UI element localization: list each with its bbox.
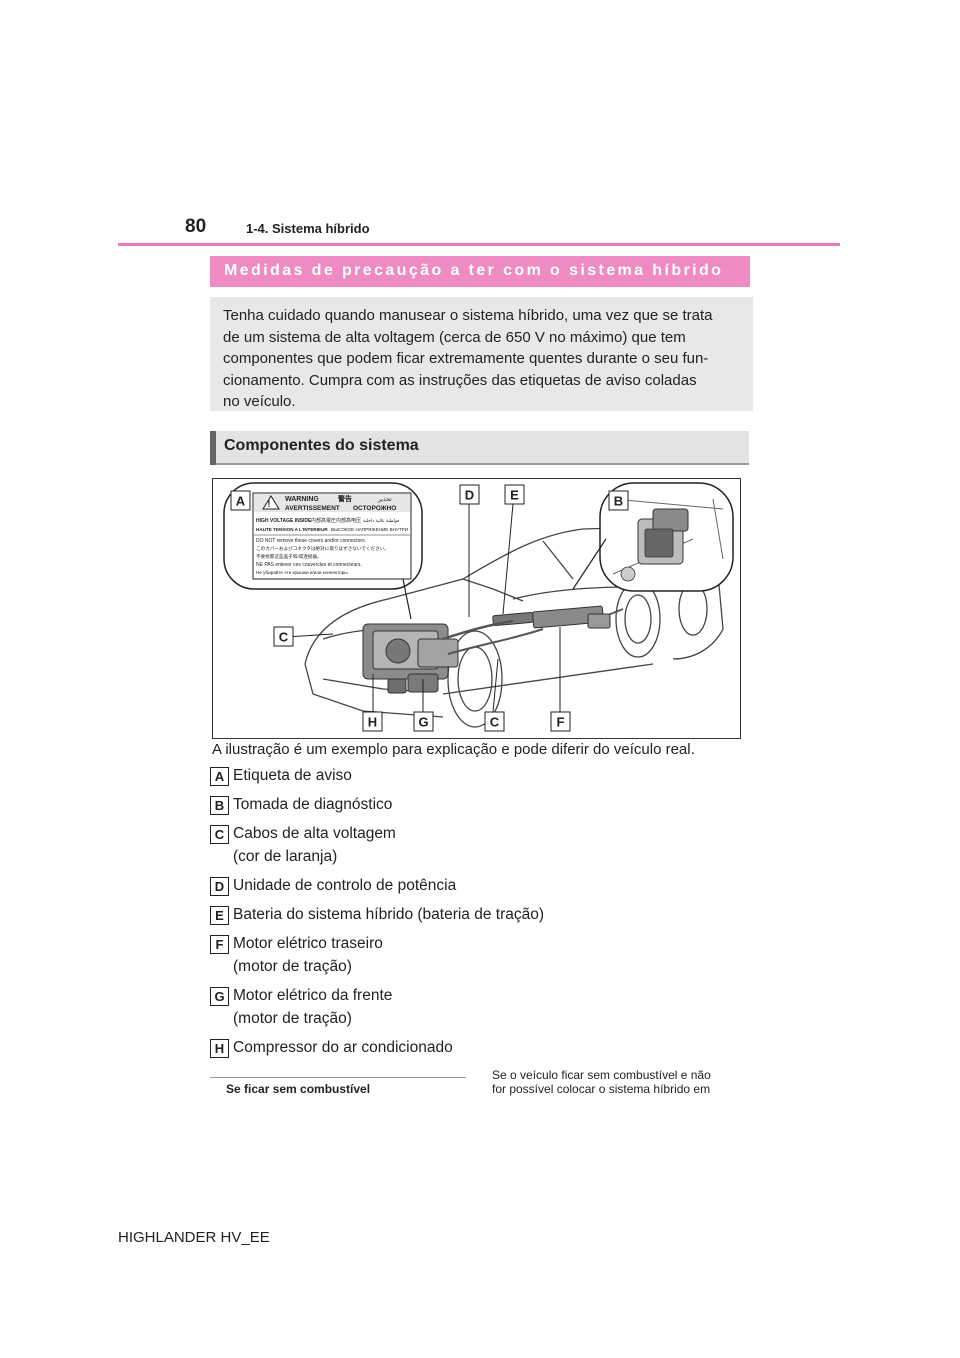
footnote-heading: Se ficar sem combustível xyxy=(226,1082,371,1096)
footnote-text: Se o veículo ficar sem combustível e não… xyxy=(492,1068,752,1096)
wheels xyxy=(447,580,708,728)
warning-triangle-icon xyxy=(262,495,280,510)
page-number: 80 xyxy=(185,216,207,237)
item-text: Bateria do sistema híbrido (bateria de t… xyxy=(233,906,545,923)
item-text: Compressor do ar condicionado xyxy=(233,1039,453,1056)
sticker-warning: WARNING xyxy=(285,496,319,503)
sticker-fr-text: NE PAS enlever ces couvercles et connect… xyxy=(256,562,362,568)
footnote-rule xyxy=(210,1077,466,1078)
letter-badge: A xyxy=(210,767,229,786)
label-d: D xyxy=(459,484,480,505)
item-text: Etiqueta de aviso xyxy=(233,767,352,784)
svg-text:A: A xyxy=(236,494,246,509)
letter-badge: F xyxy=(210,935,229,954)
callout-diagnostic-socket xyxy=(572,482,734,592)
callout-warning-label: ! WARNING 警告 تحذير AVERTISSEMENT ОСТОРОЖ… xyxy=(223,482,423,620)
notice-line: Tenha cuidado quando manusear o sistema … xyxy=(223,307,713,324)
heading-bar xyxy=(210,431,216,465)
label-h: H xyxy=(362,711,383,732)
item-text: Tomada de diagnóstico xyxy=(233,796,393,813)
svg-text:!: ! xyxy=(268,499,271,509)
item-text-cont: (motor de tração) xyxy=(233,958,352,975)
warning-sticker: ! WARNING 警告 تحذير AVERTISSEMENT ОСТОРОЖ… xyxy=(252,492,412,580)
notice-box: Tenha cuidado quando manusear o sistema … xyxy=(210,297,753,411)
item-text-cont: (motor de tração) xyxy=(233,1010,352,1027)
sticker-hv-jp: 内部高電圧 xyxy=(311,517,336,524)
svg-text:C: C xyxy=(279,630,289,645)
vehicle-illustration: ! WARNING 警告 تحذير AVERTISSEMENT ОСТОРОЖ… xyxy=(223,482,734,732)
sticker-hv-ru: ВЫСОКОЕ НАПРЯЖЕНИЕ ВНУТРИ xyxy=(331,527,408,532)
svg-text:D: D xyxy=(465,488,474,503)
sticker-ostorozhno: ОСТОРОЖНО xyxy=(353,505,396,512)
letter-badge: H xyxy=(210,1039,229,1058)
header-rule xyxy=(118,243,840,246)
label-c-lower: C xyxy=(484,711,505,732)
sticker-ru-text: Не убирайте эти крышки и/или коннекторы. xyxy=(256,569,349,575)
label-f: F xyxy=(550,711,571,732)
item-text: Motor elétrico traseiro xyxy=(233,935,383,952)
letter-badge: G xyxy=(210,987,229,1006)
label-g: G xyxy=(413,711,434,732)
model-code: HIGHLANDER HV_EE xyxy=(118,1229,270,1246)
illustration-caption: A ilustração é um exemplo para explicaçã… xyxy=(212,741,695,758)
figure-letter-labels: A B C D E H G C F xyxy=(230,484,629,732)
svg-text:B: B xyxy=(614,494,623,509)
label-c-upper: C xyxy=(273,626,294,647)
sticker-haute-tension: HAUTE TENSION A L'INTERIEUR xyxy=(256,527,328,532)
letter-badge: B xyxy=(210,796,229,815)
banner-title: Medidas de precaução a ter com o sistema… xyxy=(224,262,724,279)
sticker-warning-jp: 警告 xyxy=(338,494,352,503)
battery-components xyxy=(442,605,624,655)
sticker-avertissement: AVERTISSEMENT xyxy=(285,505,340,512)
engine-components xyxy=(362,623,459,694)
svg-text:G: G xyxy=(418,715,428,730)
components-heading: Componentes do sistema xyxy=(210,431,749,465)
precaution-banner: Medidas de precaução a ter com o sistema… xyxy=(210,256,750,287)
notice-line: cionamento. Cumpra com as instruções das… xyxy=(223,371,697,389)
footnote-line: Se o veículo ficar sem combustível e não xyxy=(492,1068,711,1082)
svg-text:H: H xyxy=(368,715,377,730)
footnote-line: for possível colocar o sistema híbrido e… xyxy=(492,1082,711,1096)
item-text: Motor elétrico da frente xyxy=(233,987,393,1004)
label-b: B xyxy=(608,490,629,511)
sticker-cn-text: 不要拆卸这些盖子和/或连接器。 xyxy=(256,553,322,560)
label-e: E xyxy=(504,484,525,505)
sticker-do-not-remove: DO NOT remove these covers and/or connec… xyxy=(256,538,366,544)
notice-line: de um sistema de alta voltagem (cerca de… xyxy=(223,328,686,346)
item-text: Unidade de controlo de potência xyxy=(233,877,457,894)
sticker-jp-text: このカバーおよびコネクタは絶対に取りはずさないでください。 xyxy=(256,545,389,552)
letter-badge: C xyxy=(210,825,229,844)
sticker-hv-cn: 内部高电压 xyxy=(336,517,361,524)
notice-text: Tenha cuidado quando manusear o sistema … xyxy=(223,305,743,413)
sticker-high-voltage: HIGH VOLTAGE INSIDE xyxy=(256,518,312,524)
notice-line: componentes que podem ficar extremamente… xyxy=(223,350,709,367)
item-text: Cabos de alta voltagem xyxy=(233,825,396,842)
svg-text:E: E xyxy=(510,488,519,503)
section-title: 1-4. Sistema híbrido xyxy=(246,221,370,236)
components-illustration: ! WARNING 警告 تحذير AVERTISSEMENT ОСТОРОЖ… xyxy=(212,478,741,739)
label-a: A xyxy=(230,490,251,511)
leader-lines xyxy=(285,503,561,713)
item-text-cont: (cor de laranja) xyxy=(233,848,338,865)
sticker-hv-ar: فولطية عالية داخلية xyxy=(363,518,399,523)
sticker-warning-ar: تحذير xyxy=(377,497,392,503)
svg-text:C: C xyxy=(490,715,500,730)
letter-badge: E xyxy=(210,906,229,925)
svg-text:F: F xyxy=(557,715,565,730)
letter-badge: D xyxy=(210,877,229,896)
notice-line: no veículo. xyxy=(223,393,296,410)
components-heading-title: Componentes do sistema xyxy=(224,437,419,454)
